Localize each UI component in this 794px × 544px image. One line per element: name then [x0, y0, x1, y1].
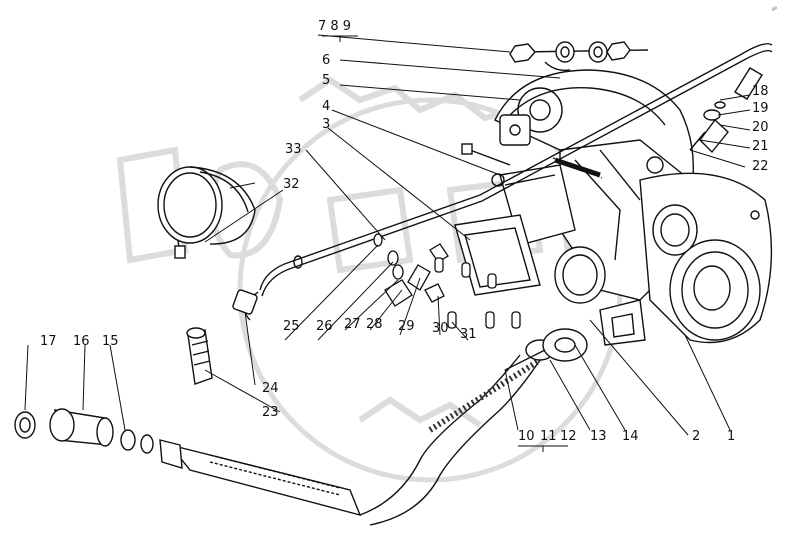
label-12: 12	[560, 429, 577, 444]
oil-feed-pipe	[232, 43, 773, 321]
label-4: 4	[322, 99, 330, 114]
small-fittings	[373, 233, 521, 329]
label-21: 21	[752, 139, 769, 154]
banjo-bolt	[186, 327, 213, 385]
label-31: 31	[460, 327, 477, 342]
label-1: 1	[727, 429, 735, 444]
label-24: 24	[262, 381, 279, 396]
label-bracket-10-12	[518, 445, 568, 452]
label-29: 29	[398, 319, 415, 334]
label-2: 2	[692, 429, 700, 444]
label-27: 27	[344, 317, 361, 332]
label-5: 5	[322, 73, 330, 88]
label-13: 13	[590, 429, 607, 444]
label-16: 16	[73, 334, 90, 349]
label-20: 20	[752, 120, 769, 135]
label-18: 18	[752, 84, 769, 99]
label-3: 3	[322, 117, 330, 132]
label-11: 11	[540, 429, 557, 444]
label-7-8-9: 7 8 9	[318, 19, 351, 34]
label-33: 33	[285, 142, 302, 157]
part-labels: 7 8 9 6 5 4 3 33 32 18 19 20 21 22 17 16…	[40, 19, 769, 452]
label-bracket-7-9	[322, 35, 358, 42]
label-28: 28	[366, 317, 383, 332]
label-19: 19	[752, 101, 769, 116]
label-6: 6	[322, 53, 330, 68]
hose-clamp	[157, 166, 256, 259]
corner-mark: gP	[772, 6, 778, 11]
label-10: 10	[518, 429, 535, 444]
label-15: 15	[102, 334, 119, 349]
left-fitting-group	[14, 408, 154, 454]
label-32: 32	[283, 177, 300, 192]
label-30: 30	[432, 321, 449, 336]
label-14: 14	[622, 429, 639, 444]
label-17: 17	[40, 334, 57, 349]
drain-hose	[159, 328, 588, 526]
label-26: 26	[316, 319, 333, 334]
nut-washer-group	[509, 41, 649, 72]
label-25: 25	[283, 319, 300, 334]
turbocharger	[454, 67, 773, 346]
label-22: 22	[752, 159, 769, 174]
leader-lines	[24, 34, 751, 436]
label-23: 23	[262, 405, 279, 420]
